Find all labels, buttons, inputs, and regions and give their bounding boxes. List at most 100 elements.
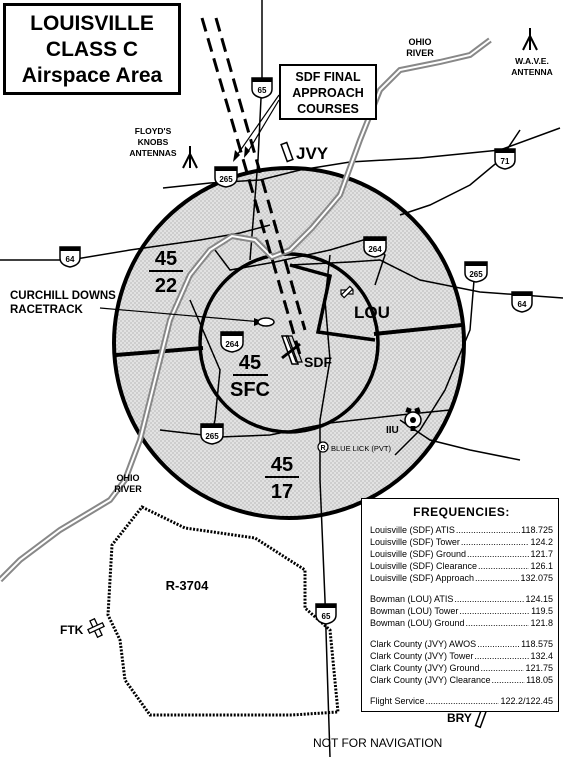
hwy-265-shield: 265 — [219, 175, 233, 184]
dot-leader — [475, 572, 519, 584]
svg-text:SFC: SFC — [230, 379, 270, 401]
map-title: LOUISVILLE CLASS C Airspace Area — [3, 3, 181, 95]
dot-leader — [478, 560, 529, 572]
hwy-64-shield-west: 64 — [66, 255, 75, 264]
shelf-label-center: 45 SFC — [230, 352, 270, 401]
dot-leader — [461, 536, 530, 548]
label-ohio-river-left-2: RIVER — [114, 484, 142, 494]
label-bry: BRY — [447, 711, 472, 725]
label-ohio-river-top: OHIO — [408, 37, 431, 47]
hwy-264-shield-center: 264 — [225, 340, 239, 349]
dot-leader — [426, 695, 500, 707]
frequency-row: Flight Service122.2/122.45 — [370, 695, 553, 707]
label-churchill: CURCHILL DOWNS — [10, 290, 116, 302]
frequency-group: Flight Service122.2/122.45 — [370, 695, 553, 707]
airport-blue-lick-icon: R — [317, 441, 329, 453]
frequency-row: Bowman (LOU) ATIS 124.15 — [370, 593, 553, 605]
frequency-name: Louisville (SDF) Tower — [370, 537, 460, 547]
dot-leader — [454, 593, 524, 605]
airport-lou-icon — [340, 285, 354, 299]
label-ohio-river-top-2: RIVER — [406, 48, 434, 58]
dot-leader — [474, 650, 529, 662]
svg-text:45: 45 — [271, 454, 293, 476]
antenna-icon — [182, 146, 198, 169]
svg-text:17: 17 — [271, 481, 293, 503]
frequency-value: 118.05 — [526, 675, 553, 685]
frequency-row: Clark County (JVY) Ground 121.75 — [370, 662, 553, 674]
frequency-name: Clark County (JVY) Ground — [370, 663, 480, 673]
label-wave-antenna-2: ANTENNA — [511, 67, 553, 77]
frequency-row: Bowman (LOU) Tower119.5 — [370, 605, 553, 617]
frequency-name: Louisville (SDF) Approach — [370, 573, 475, 583]
highway-shields: 65 265 71 64 264 265 64 264 265 65 — [59, 77, 533, 625]
label-fkt: FTK — [60, 623, 84, 637]
label-iiu: IIU — [386, 425, 399, 436]
label-floyds-knobs-3: ANTENNAS — [129, 148, 177, 158]
frequency-row: Clark County (JVY) AWOS 118.575 — [370, 638, 553, 650]
dot-leader — [456, 524, 520, 536]
svg-text:22: 22 — [155, 275, 177, 297]
frequency-name: Clark County (JVY) Tower — [370, 651, 474, 661]
label-ohio-river-left: OHIO — [116, 473, 139, 483]
shelf-label-nw: 45 22 — [149, 248, 183, 297]
frequency-name: Flight Service — [370, 696, 425, 706]
hwy-265-shield-east: 265 — [469, 270, 483, 279]
dot-leader — [467, 548, 529, 560]
frequency-row: Louisville (SDF) Approach 132.075 — [370, 572, 553, 584]
frequency-value: 121.7 — [530, 549, 553, 559]
airport-fkt-icon — [87, 617, 105, 639]
frequency-row: Bowman (LOU) Ground 121.8 — [370, 617, 553, 629]
label-wave-antenna: W.A.V.E. — [515, 56, 549, 66]
frequency-value: 121.75 — [525, 663, 553, 673]
antenna-icon — [522, 28, 538, 51]
svg-text:45: 45 — [155, 248, 177, 270]
frequency-name: Bowman (LOU) Tower — [370, 606, 459, 616]
hwy-265-shield-south: 265 — [205, 432, 219, 441]
frequencies-panel: FREQUENCIES: Louisville (SDF) ATIS118.72… — [361, 498, 559, 712]
vortac-iiu-icon — [404, 407, 422, 431]
frequency-name: Louisville (SDF) Clearance — [370, 561, 478, 571]
frequency-name: Bowman (LOU) Ground — [370, 618, 465, 628]
frequency-value: 121.8 — [530, 618, 553, 628]
racetrack-icon — [257, 317, 275, 327]
dot-leader — [466, 617, 530, 629]
frequency-row: Clark County (JVY) Tower 132.4 — [370, 650, 553, 662]
surface-cutout-lou — [289, 263, 376, 342]
hwy-71-shield: 71 — [501, 157, 510, 166]
hwy-65-shield: 65 — [258, 86, 267, 95]
hwy-264-shield-east: 264 — [368, 245, 382, 254]
frequencies-title: FREQUENCIES: — [413, 505, 510, 519]
frequency-name: Louisville (SDF) Ground — [370, 549, 467, 559]
label-jvy: JVY — [296, 144, 329, 163]
frequency-value: 118.575 — [521, 639, 553, 649]
dot-leader — [481, 662, 525, 674]
label-not-for-nav: NOT FOR NAVIGATION — [313, 736, 442, 750]
approach-courses-callout: SDF FINAL APPROACH COURSES — [279, 64, 377, 120]
label-churchill-2: RACETRACK — [10, 304, 84, 316]
frequency-value: 124.15 — [525, 594, 553, 604]
frequency-name: Louisville (SDF) ATIS — [370, 525, 455, 535]
frequency-value: 132.075 — [520, 573, 553, 583]
frequency-name: Bowman (LOU) ATIS — [370, 594, 454, 604]
airport-jvy-icon — [280, 141, 294, 163]
frequency-value: 132.4 — [530, 651, 553, 661]
label-lou: LOU — [354, 303, 390, 322]
dot-leader — [459, 605, 530, 617]
frequency-value: 124.2 — [530, 537, 553, 547]
frequency-row: Louisville (SDF) ATIS118.725 — [370, 524, 553, 536]
hwy-65-shield-south: 65 — [322, 612, 331, 621]
frequency-name: Clark County (JVY) AWOS — [370, 639, 477, 649]
shelf-label-south: 45 17 — [265, 454, 299, 503]
svg-text:R: R — [320, 445, 325, 452]
shelf-boundary-east — [373, 323, 463, 336]
label-floyds-knobs-2: KNOBS — [138, 137, 169, 147]
label-sdf: SDF — [304, 354, 332, 370]
frequency-row: Louisville (SDF) Tower 124.2 — [370, 536, 553, 548]
svg-text:45: 45 — [239, 352, 261, 374]
frequency-value: 126.1 — [530, 561, 553, 571]
label-floyds-knobs: FLOYD'S — [135, 126, 172, 136]
